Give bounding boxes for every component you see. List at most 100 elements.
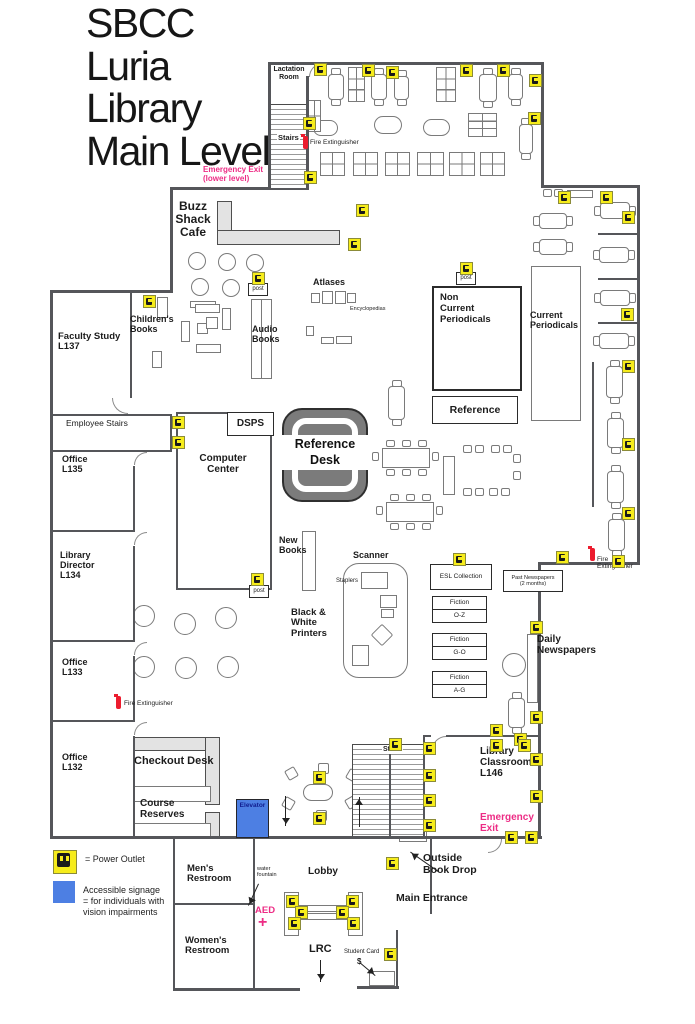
- wall: [389, 746, 391, 838]
- box-esl-collection: ESL Collection: [430, 564, 492, 590]
- furniture-round: [215, 607, 237, 629]
- wall: [50, 450, 172, 452]
- legend-accessible-label: Accessible signage = for individuals wit…: [83, 885, 165, 917]
- furniture-rect: [380, 595, 397, 608]
- furniture-oval: [423, 119, 450, 136]
- wall: [592, 362, 594, 507]
- furniture-carrel6: [348, 67, 365, 102]
- furniture-stairs: [270, 104, 307, 189]
- furniture-rect: [196, 344, 221, 353]
- fire-extinguisher-icon: [114, 694, 121, 709]
- wall: [176, 588, 272, 590]
- furniture-round: [175, 657, 197, 679]
- furniture-ch: [503, 445, 512, 453]
- furniture-ch: [422, 523, 431, 530]
- furniture-rect: [335, 291, 346, 304]
- power-outlet-icon: [53, 850, 77, 874]
- wall: [50, 720, 135, 722]
- furniture-rect: [443, 456, 455, 495]
- furniture-rect: [382, 448, 430, 468]
- label-scanner: Scanner: [353, 550, 389, 560]
- power-outlet-icon: [347, 917, 360, 930]
- furniture-rect: [302, 531, 316, 591]
- furniture-rrect: [343, 563, 408, 678]
- furniture-shelf2: [251, 299, 272, 379]
- furniture-fill: [217, 230, 340, 245]
- label-womens-restroom: Women's Restroom: [185, 935, 230, 957]
- furniture-ch: [463, 488, 472, 496]
- wall: [637, 185, 640, 565]
- label-emergency-exit-lower: Emergency Exit: [480, 812, 534, 834]
- furniture-ch: [513, 471, 521, 480]
- label-emergency-exit-upper: Emergency Exit (lower level): [203, 165, 264, 183]
- furniture-tv: [479, 74, 497, 102]
- label-fire-extinguisher-left: Fire Extinguisher: [124, 700, 173, 707]
- wall: [133, 466, 135, 532]
- label-lrc: LRC: [309, 943, 332, 955]
- furniture-round: [174, 613, 196, 635]
- title-line: SBCC: [86, 0, 195, 46]
- accessible-signage-icon: [53, 881, 75, 903]
- label-audio-books: Audio Books: [252, 324, 280, 344]
- label-childrens-books: Children's Books: [130, 314, 174, 334]
- power-outlet-icon: [336, 906, 349, 919]
- furniture-ch: [406, 494, 415, 501]
- furniture-tv: [607, 471, 624, 503]
- wall: [176, 412, 178, 590]
- furniture-ch: [376, 506, 383, 515]
- furniture-ch: [501, 488, 510, 496]
- power-outlet-icon: [143, 295, 156, 308]
- title-line: Library: [86, 85, 202, 132]
- furniture-rect: [306, 326, 314, 336]
- furniture-rect: [206, 317, 218, 329]
- box-reference: Reference: [432, 396, 518, 424]
- power-outlet-icon: [530, 711, 543, 724]
- furniture-th: [599, 247, 629, 263]
- reference-desk: Reference Desk: [282, 408, 368, 502]
- furniture-rect: [361, 572, 388, 589]
- power-outlet-icon: [556, 551, 569, 564]
- power-outlet-icon: [172, 436, 185, 449]
- wall: [173, 903, 255, 905]
- wall: [538, 562, 541, 839]
- wall: [50, 530, 135, 532]
- arrow-icon: [359, 797, 360, 827]
- label-outside-book-drop: Outside Book Drop: [423, 852, 477, 876]
- elevator: Elevator: [236, 799, 269, 838]
- furniture-ch: [372, 452, 379, 461]
- furniture-th: [539, 213, 567, 229]
- box-past-newspapers: Past Newspapers (2 months): [503, 570, 563, 592]
- furniture-carrel4: [385, 152, 410, 176]
- wall: [170, 187, 271, 190]
- label-main-entrance: Main Entrance: [396, 892, 468, 904]
- wall: [253, 838, 255, 990]
- furniture-ch: [402, 440, 411, 447]
- furniture-carrel6: [468, 113, 497, 137]
- label-new-books: New Books: [279, 535, 307, 555]
- box-fiction-go-line: Fiction: [449, 636, 470, 644]
- furniture-ch: [386, 440, 395, 447]
- furniture-round: [218, 253, 236, 271]
- power-outlet-icon: [423, 819, 436, 832]
- power-outlet-icon: [389, 738, 402, 751]
- furniture-oval: [374, 116, 402, 134]
- legend-power-outlet: = Power Outlet: [53, 850, 183, 874]
- wall: [430, 838, 432, 914]
- label-computer-center: Computer Center: [199, 453, 247, 475]
- power-outlet-icon: [172, 416, 185, 429]
- box-fiction-oz-line: Fiction: [449, 599, 470, 607]
- power-outlet-icon: [252, 272, 265, 285]
- furniture-rect: [157, 297, 168, 318]
- furniture-tv: [606, 366, 623, 398]
- power-outlet-icon: [530, 753, 543, 766]
- wall: [598, 278, 637, 280]
- wall: [170, 187, 173, 293]
- wall: [598, 233, 637, 235]
- wall: [50, 290, 53, 839]
- title-line: Main Level: [86, 127, 271, 174]
- power-outlet-icon: [621, 308, 634, 321]
- fire-extinguisher-icon: [588, 546, 595, 561]
- furniture-tv: [388, 386, 405, 420]
